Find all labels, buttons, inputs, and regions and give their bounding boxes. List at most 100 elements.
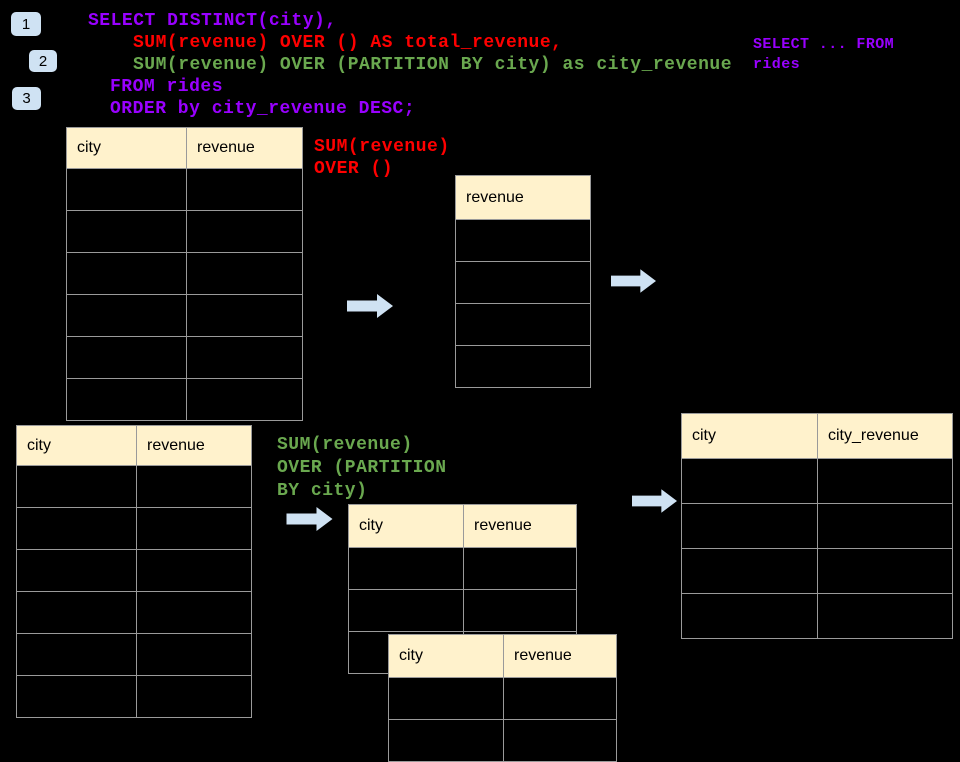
- side-note-line1: SELECT ... FROM: [753, 36, 895, 53]
- table-cell: [389, 678, 504, 719]
- annotation-partition-line2: OVER (PARTITION: [277, 458, 447, 478]
- step-badge-2: 2: [29, 50, 57, 72]
- table-cell: [504, 720, 616, 761]
- table-cell: [349, 590, 464, 631]
- table-partition-group-b: city revenue: [388, 634, 617, 762]
- table-cell: [456, 304, 590, 345]
- column-header-city-revenue: city_revenue: [828, 427, 919, 444]
- table-cell: [17, 592, 137, 633]
- slide-canvas: 1 2 3 SELECT DISTINCT(city), SUM(revenue…: [11, 11, 953, 762]
- table-cell: [682, 549, 818, 593]
- table-cell: [137, 634, 251, 675]
- table-cell: [682, 504, 818, 548]
- table-partition-group-a: city revenue: [348, 504, 577, 674]
- table-final-result: city city_revenue: [681, 413, 953, 639]
- table-body: [682, 458, 952, 638]
- sql-line-sum-over: SUM(revenue) OVER () AS total_revenue,: [133, 33, 563, 53]
- table-row: [456, 219, 590, 261]
- column-header-city: city: [389, 635, 504, 677]
- table-cell: [349, 548, 464, 589]
- table-row: [17, 507, 251, 549]
- table-cell: [187, 337, 302, 378]
- column-header-revenue: revenue: [466, 188, 524, 206]
- step-badge-1: 1: [11, 12, 41, 36]
- table-row: [389, 719, 616, 761]
- annotation-total-line1: SUM(revenue): [314, 137, 450, 157]
- column-header-revenue: revenue: [197, 139, 255, 156]
- flow-arrow-right-icon: [347, 294, 393, 318]
- column-header-city: city: [682, 414, 818, 458]
- table-total-result: revenue: [455, 175, 591, 388]
- table-row: [349, 547, 576, 589]
- table-cell: [464, 590, 576, 631]
- annotation-total-line2: OVER (): [314, 159, 394, 179]
- table-row: [456, 261, 590, 303]
- table-cell: [17, 550, 137, 591]
- table-cell: [17, 466, 137, 507]
- annotation-partition-line1: SUM(revenue): [277, 435, 413, 455]
- step-badge-2-label: 2: [38, 52, 48, 70]
- table-header-row: city revenue: [349, 505, 576, 547]
- table-cell: [818, 594, 952, 638]
- table-row: [67, 378, 302, 420]
- table-cell: [818, 549, 952, 593]
- table-cell: [67, 295, 187, 336]
- column-header-city: city: [349, 505, 464, 547]
- table-body: [456, 219, 590, 387]
- table-cell: [187, 253, 302, 294]
- table-body: [389, 677, 616, 761]
- table-cell: [456, 220, 590, 261]
- table-cell: [137, 676, 251, 717]
- table-cell: [504, 678, 616, 719]
- sql-line-select: SELECT DISTINCT(city),: [88, 11, 337, 31]
- sql-line-partition: SUM(revenue) OVER (PARTITION BY city) as…: [133, 55, 732, 75]
- table-cell: [682, 594, 818, 638]
- table-row: [67, 210, 302, 252]
- table-row: [17, 633, 251, 675]
- table-row: [17, 675, 251, 717]
- table-row: [682, 593, 952, 638]
- table-cell: [137, 508, 251, 549]
- side-note-line2: rides: [753, 56, 801, 73]
- table-cell: [464, 548, 576, 589]
- table-row: [456, 303, 590, 345]
- table-cell: [67, 169, 187, 210]
- table-cell: [67, 337, 187, 378]
- table-row: [67, 168, 302, 210]
- table-header-row: city revenue: [17, 426, 251, 465]
- table-row: [17, 591, 251, 633]
- table-row: [682, 503, 952, 548]
- table-row: [349, 589, 576, 631]
- table-row: [17, 465, 251, 507]
- column-header-city: city: [17, 426, 137, 465]
- table-row: [67, 336, 302, 378]
- column-header-revenue: revenue: [474, 517, 532, 534]
- sql-line-from: FROM rides: [110, 77, 224, 97]
- table-cell: [187, 169, 302, 210]
- column-header-city: city: [67, 128, 187, 168]
- flow-arrow-right-icon: [632, 489, 677, 513]
- table-cell: [17, 634, 137, 675]
- table-cell: [818, 459, 952, 503]
- step-badge-3-label: 3: [22, 90, 31, 107]
- table-cell: [818, 504, 952, 548]
- table-cell: [137, 592, 251, 633]
- column-header-revenue: revenue: [514, 647, 572, 664]
- table-header-row: revenue: [456, 176, 590, 219]
- table-source-partition: city revenue: [16, 425, 252, 718]
- table-row: [389, 677, 616, 719]
- table-cell: [187, 211, 302, 252]
- table-cell: [67, 211, 187, 252]
- table-source-total: city revenue: [66, 127, 303, 421]
- table-cell: [67, 253, 187, 294]
- table-header-row: city revenue: [389, 635, 616, 677]
- table-cell: [389, 720, 504, 761]
- table-header-row: city city_revenue: [682, 414, 952, 458]
- column-header-revenue: revenue: [147, 436, 205, 454]
- table-cell: [456, 346, 590, 387]
- flow-arrow-right-icon: [611, 269, 656, 293]
- table-cell: [17, 508, 137, 549]
- table-body: [67, 168, 302, 420]
- table-row: [67, 294, 302, 336]
- table-cell: [187, 379, 302, 420]
